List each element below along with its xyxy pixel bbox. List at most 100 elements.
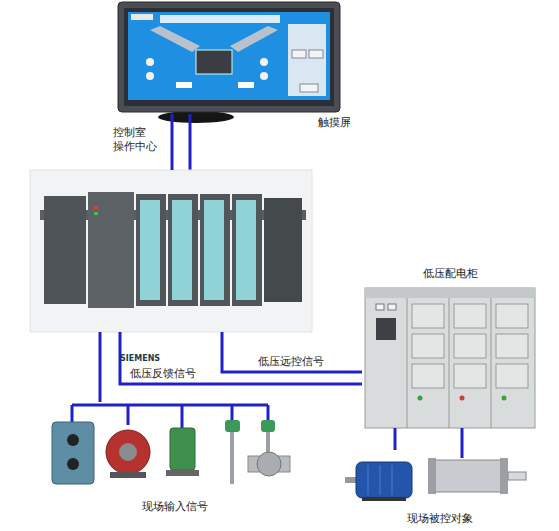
screen-button — [300, 84, 318, 92]
cabinet-meter — [376, 304, 384, 310]
screen-logo — [131, 14, 153, 20]
cabinet-drawer — [412, 364, 444, 388]
signal-wire — [189, 114, 192, 170]
input-drop — [267, 405, 270, 420]
screen-inner — [124, 8, 334, 106]
level-sensor — [170, 428, 195, 470]
screen-indicator — [260, 58, 268, 66]
screen-indicator — [146, 58, 154, 66]
screen-indicator — [260, 72, 268, 80]
input-bus — [72, 404, 268, 407]
cabinet-lamp — [418, 396, 423, 401]
plc-power-module — [44, 196, 86, 304]
signal-wire — [222, 332, 362, 372]
level-sensor-base — [166, 470, 199, 476]
plc-led — [94, 212, 98, 215]
motor-foot — [362, 497, 406, 501]
motor-fin — [392, 465, 393, 495]
signal-wire — [171, 114, 174, 170]
plc-background — [30, 170, 312, 332]
pull-switch-base — [110, 472, 146, 478]
screen-bezel — [118, 2, 340, 112]
plc-io-module — [136, 194, 166, 306]
cabinet-node: 低压配电柜 — [362, 285, 538, 428]
location-label: 控制室 操作中心 — [113, 126, 165, 154]
power-wire — [461, 428, 464, 458]
thermo-head — [225, 420, 240, 432]
node-label: SIEMENS — [120, 354, 160, 364]
cabinet-drawer — [412, 304, 444, 328]
motor-body — [356, 462, 412, 498]
field-inputs-picture — [52, 405, 290, 484]
screen-field — [176, 82, 192, 88]
plc-io-module — [232, 194, 262, 306]
screen-button — [292, 50, 306, 58]
cabinet-drawer — [496, 304, 528, 328]
node-label: 现场输入信号 — [142, 500, 208, 514]
field-objects-picture — [345, 428, 526, 501]
plc-node: SIEMENS — [30, 170, 312, 332]
control-box — [52, 422, 94, 484]
cylinder-body — [432, 460, 504, 492]
pull-switch-hub — [119, 443, 137, 461]
cabinet-drawer — [454, 334, 486, 358]
signal-wire — [99, 332, 102, 402]
input-drop — [231, 405, 234, 420]
plc-io-front — [236, 200, 256, 300]
input-drop — [127, 405, 130, 425]
cabinet-picture — [365, 288, 535, 428]
signal-label: 低压远控信号 — [256, 355, 326, 369]
plc-picture — [30, 170, 312, 332]
control-knob — [67, 458, 79, 470]
signal-label: 低压反馈信号 — [128, 367, 198, 381]
cabinet-meter — [388, 304, 396, 310]
touchscreen-node: 触摸屏 — [118, 0, 340, 114]
input-drop — [181, 405, 184, 428]
screen-titlebar — [160, 15, 280, 23]
cabinet-drawer — [412, 334, 444, 358]
cabinet-body — [365, 288, 535, 428]
field-input-node: 现场输入信号 — [45, 402, 305, 522]
screen-stand — [158, 111, 234, 123]
plc-io-front — [204, 200, 224, 300]
flow-stem — [266, 432, 270, 452]
cylinder-cap — [500, 458, 508, 494]
flow-head — [261, 420, 275, 432]
screen-sidepanel — [288, 24, 326, 96]
cabinet-divider — [449, 298, 450, 428]
motor-shaft — [345, 477, 357, 483]
plc-io-front — [172, 200, 192, 300]
motor-fin — [368, 465, 369, 495]
screen-arm — [150, 26, 200, 52]
touchscreen-picture — [118, 2, 340, 123]
cabinet-lamp — [460, 396, 465, 401]
node-label: 低压配电柜 — [423, 267, 478, 281]
cabinet-top — [365, 288, 535, 298]
cabinet-drawer — [454, 304, 486, 328]
screen-field — [238, 82, 254, 88]
cabinet-drawer — [454, 364, 486, 388]
thermo-rod — [230, 432, 234, 484]
plc-io-front — [140, 200, 160, 300]
plc-led — [94, 206, 98, 209]
node-label: 现场被控对象 — [407, 512, 473, 526]
screen-arm — [230, 26, 278, 52]
cylinder-rod — [508, 472, 526, 480]
plc-io-module — [168, 194, 198, 306]
plc-io-module — [200, 194, 230, 306]
cabinet-drawer — [496, 334, 528, 358]
control-knob — [67, 434, 79, 446]
cabinet-drawer — [496, 364, 528, 388]
plc-cpu-module — [88, 192, 134, 308]
field-object-node: 现场被控对象 — [345, 450, 535, 528]
cabinet-divider — [407, 298, 408, 428]
cabinet-lamp — [502, 396, 507, 401]
motor-fin — [380, 465, 381, 495]
signal-wire — [120, 332, 362, 384]
cabinet-divider — [491, 298, 492, 428]
node-label: 触摸屏 — [318, 116, 351, 130]
screen-button — [309, 50, 323, 58]
screen-display — [128, 12, 330, 100]
